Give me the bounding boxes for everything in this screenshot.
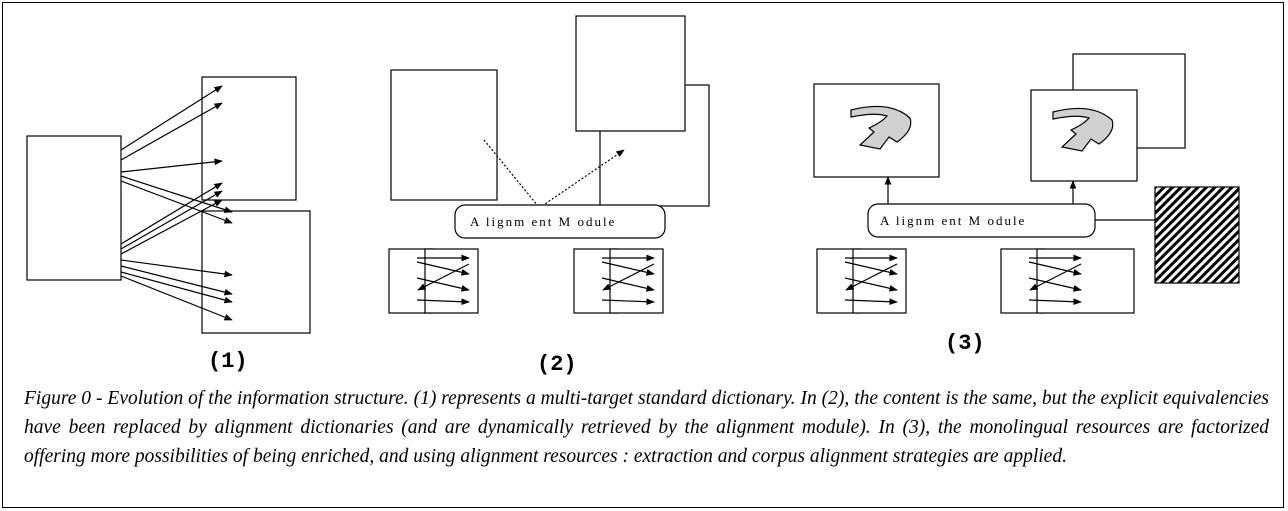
source-dictionary-box <box>26 135 122 281</box>
panel-2-diagram <box>388 15 710 314</box>
refresh-cycle-icon-left <box>850 105 912 150</box>
equivalence-arrows <box>120 85 233 321</box>
monolingual-dictionary-box-front <box>575 15 686 132</box>
panel-2-label: (2) <box>537 352 577 377</box>
alignment-module-label-3: A lignm ent M odule <box>880 213 1026 228</box>
figure-caption: Figure 0 - Evolution of the information … <box>24 388 1269 467</box>
panel-3-diagram <box>813 53 1240 314</box>
module-link-dotted-right <box>541 149 625 207</box>
refresh-cycle-icon-right <box>1052 107 1114 152</box>
alignment-dictionary-right <box>573 248 664 314</box>
corpus-resource-hatched-box <box>1154 186 1240 284</box>
panel-1-diagram <box>26 76 311 334</box>
alignment-resource-left <box>816 248 907 314</box>
alignment-dictionary-left <box>388 248 479 314</box>
alignment-resource-right <box>1000 248 1135 314</box>
panel-1-label: (1) <box>208 349 248 374</box>
alignment-module-label-2: A lignm ent M odule <box>470 214 616 229</box>
alignment-module-box <box>867 203 1096 238</box>
alignment-module-box <box>454 204 666 239</box>
monolingual-dictionary-box-left <box>390 69 498 201</box>
target-dictionary-box-bottom <box>201 210 311 334</box>
target-dictionary-box-top <box>201 76 297 201</box>
panel-3-label: (3) <box>945 331 985 356</box>
